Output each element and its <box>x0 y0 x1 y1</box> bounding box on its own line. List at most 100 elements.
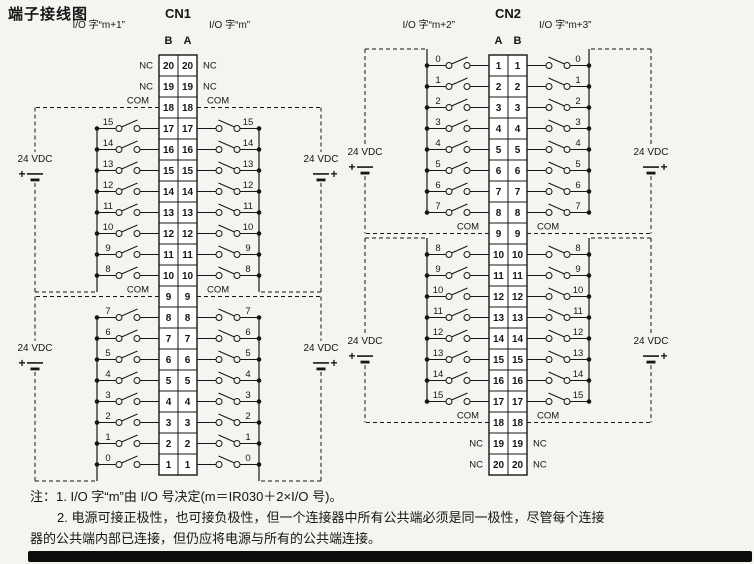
contact-blade <box>548 56 565 65</box>
junction-dot <box>256 210 262 215</box>
terminal-number: 10 <box>493 250 505 261</box>
io-point-number: 9 <box>105 243 110 254</box>
junction-dot <box>586 210 592 215</box>
junction-dot <box>94 315 100 320</box>
io-point-number: 9 <box>435 264 440 275</box>
terminal-number: 12 <box>163 229 175 240</box>
com-label: COM <box>537 222 559 233</box>
io-point-number: 1 <box>575 75 580 86</box>
io-point-number: 15 <box>103 117 114 128</box>
contact-circle <box>133 440 141 447</box>
contact-blade <box>218 203 235 212</box>
com-label: COM <box>537 411 559 422</box>
contact-blade <box>121 203 138 212</box>
contact-circle <box>115 188 123 195</box>
contact-blade <box>451 119 468 128</box>
supply-voltage-label: 24 VDC <box>633 147 668 158</box>
contact-circle <box>563 314 571 321</box>
contact-circle <box>133 230 141 237</box>
contact-circle <box>133 251 141 258</box>
junction-dot <box>424 210 430 215</box>
contact-circle <box>133 209 141 216</box>
junction-dot <box>256 357 262 362</box>
contact-blade <box>121 161 138 170</box>
junction-dot <box>256 420 262 425</box>
terminal-number: 15 <box>493 355 505 366</box>
contact-circle <box>463 293 471 300</box>
terminal-number: 11 <box>163 250 174 261</box>
terminal-number: 12 <box>182 229 194 240</box>
junction-dot <box>94 399 100 404</box>
junction-dot <box>94 210 100 215</box>
terminal-number: 19 <box>493 439 505 450</box>
contact-circle <box>115 125 123 132</box>
contact-circle <box>233 314 241 321</box>
contact-circle <box>563 146 571 153</box>
terminal-number: 2 <box>496 82 502 93</box>
contact-circle <box>563 104 571 111</box>
contact-circle <box>445 293 453 300</box>
contact-circle <box>445 251 453 258</box>
terminal-number: 3 <box>166 418 172 429</box>
supply-voltage-label: 24 VDC <box>347 336 382 347</box>
contact-circle <box>215 335 223 342</box>
contact-circle <box>563 209 571 216</box>
junction-dot <box>586 105 592 110</box>
contact-blade <box>451 161 468 170</box>
terminal-number: 19 <box>512 439 524 450</box>
contact-circle <box>115 146 123 153</box>
contact-circle <box>115 461 123 468</box>
terminal-number: 18 <box>163 103 175 114</box>
junction-dot <box>424 378 430 383</box>
terminal-number: 16 <box>182 145 194 156</box>
note-line: 器的公共端内部已连接，但仍应将电源与所有的公共端连接。 <box>30 531 382 546</box>
contact-circle <box>133 377 141 384</box>
io-point-number: 4 <box>245 369 250 380</box>
contact-circle <box>463 377 471 384</box>
contact-circle <box>545 335 553 342</box>
terminal-number: 5 <box>185 376 191 387</box>
supply-voltage-label: 24 VDC <box>347 147 382 158</box>
terminal-number: 18 <box>182 103 194 114</box>
junction-dot <box>256 231 262 236</box>
terminal-number: 8 <box>185 313 191 324</box>
contact-circle <box>545 272 553 279</box>
io-point-number: 3 <box>105 390 110 401</box>
contact-blade <box>218 392 235 401</box>
junction-dot <box>586 126 592 131</box>
contact-blade <box>121 350 138 359</box>
terminal-number: 14 <box>512 334 524 345</box>
junction-dot <box>586 294 592 299</box>
contact-circle <box>233 335 241 342</box>
terminal-number: 17 <box>163 124 175 135</box>
word-label-right: I/O 字“m+3” <box>539 18 592 31</box>
contact-circle <box>545 167 553 174</box>
junction-dot <box>256 462 262 467</box>
io-point-number: 2 <box>575 96 580 107</box>
io-point-number: 6 <box>245 327 250 338</box>
contact-blade <box>548 119 565 128</box>
contact-circle <box>215 314 223 321</box>
contact-circle <box>463 125 471 132</box>
contact-blade <box>121 266 138 275</box>
junction-dot <box>424 63 430 68</box>
terminal-number: 7 <box>515 187 521 198</box>
terminal-number: 14 <box>493 334 505 345</box>
contact-blade <box>218 266 235 275</box>
contact-circle <box>545 251 553 258</box>
contact-blade <box>548 161 565 170</box>
note-line: 2. 电源可接正极性，也可接负极性，但一个连接器中所有公共端必须是同一极性，尽管… <box>57 510 605 525</box>
junction-dot <box>424 252 430 257</box>
contact-circle <box>445 167 453 174</box>
io-point-number: 8 <box>575 243 580 254</box>
contact-circle <box>445 104 453 111</box>
contact-circle <box>545 377 553 384</box>
terminal-number: 17 <box>182 124 194 135</box>
terminal-number: 20 <box>512 460 524 471</box>
contact-circle <box>115 419 123 426</box>
junction-dot <box>256 273 262 278</box>
junction-dot <box>586 189 592 194</box>
junction-dot <box>94 252 100 257</box>
terminal-number: 4 <box>166 397 172 408</box>
